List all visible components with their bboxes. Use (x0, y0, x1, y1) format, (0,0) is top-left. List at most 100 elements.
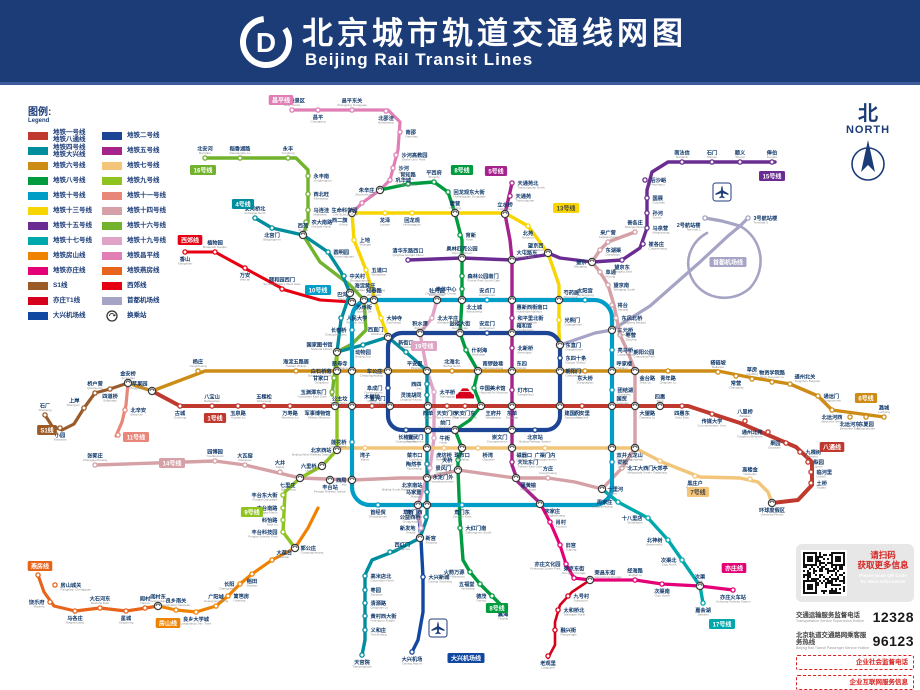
station-dot (787, 381, 793, 387)
transfer-glyph (424, 475, 430, 479)
station-label: 枣营 (625, 331, 636, 339)
station-label-en: Jiaomen West (403, 515, 423, 519)
station-label: 良乡南关 (166, 597, 188, 605)
transfer-glyph (509, 427, 515, 431)
legend-color-swatch (102, 161, 122, 170)
station-label-en: Tiantan East Gate (518, 465, 543, 469)
station-label-en: Guangximen (565, 323, 583, 327)
station-label: 天桥 (442, 456, 453, 464)
station-label: 梨园 (814, 458, 824, 466)
station-label-en: Wuzi Xueyuan Lu (760, 375, 784, 379)
station-label: 高米店北 (371, 572, 393, 580)
station-label: 永丰南 (313, 172, 330, 180)
north-label-zh: 北 (858, 103, 878, 125)
station-label: 崇文门 (492, 433, 508, 441)
station-label: 鼓楼大街 (450, 320, 472, 328)
station-label: 大郊亭 (652, 464, 668, 472)
station-dot (92, 390, 98, 396)
station-label: 西苑 (298, 222, 309, 230)
station-label-en: Zhuxinzhuang (355, 193, 375, 197)
station-label: 大兴新城 (429, 573, 451, 581)
station-dot (338, 315, 344, 321)
legend-color-swatch (102, 191, 122, 200)
station-label: 物资学院路 (759, 369, 786, 377)
station-label-en: Fuxingmen (370, 401, 386, 405)
station-label-en: Wangfujing (486, 416, 502, 420)
legend-item-label: S1线 (53, 282, 68, 289)
station-label-en: Wudaokou (372, 273, 387, 277)
line-line6 (126, 369, 886, 419)
transfer-station-dot (511, 473, 521, 483)
station-dot (644, 225, 650, 231)
transfer-station-dot (450, 208, 460, 218)
station-label-en: Datunlu East (517, 255, 535, 259)
station-label: 大屯路东 (517, 249, 539, 257)
legend-item: 地铁十一号线 (102, 188, 166, 203)
station-dot (182, 249, 188, 255)
station-dot (269, 225, 275, 231)
transfer-glyph (459, 445, 465, 449)
station-label-en: Zaoying (626, 338, 637, 342)
station-label-en: Xinjiekou (400, 345, 413, 349)
transfer-station-dot (332, 366, 342, 376)
transfer-station-dot (597, 484, 607, 494)
station-dot (280, 517, 286, 523)
legend-color-swatch (28, 221, 48, 230)
station-dot (745, 215, 751, 221)
station-label: 大井 (275, 459, 285, 467)
station-label: 国家图书馆 (307, 341, 333, 349)
station-label-en: Hujialou (617, 366, 628, 370)
station-label-en: Wukesong (257, 399, 272, 403)
line-badge-bg (447, 653, 485, 663)
station-label-en: Jiangtai (618, 308, 629, 312)
station-label: 良乡大学城 (183, 615, 210, 623)
transfer-station-dot (123, 378, 133, 388)
station-dot (644, 210, 650, 216)
station-label: 八里桥 (736, 408, 753, 416)
station-label: 次渠 (695, 573, 706, 581)
station-dot (462, 403, 468, 409)
transfer-glyph (589, 259, 595, 263)
transfer-glyph (319, 463, 325, 467)
station-label-en: Dazhongsi (387, 321, 402, 325)
tiananmen-icon (456, 388, 474, 399)
station-label: 北京站 (527, 433, 543, 441)
transfer-station-dot (455, 328, 465, 338)
line-badge-bg (231, 199, 255, 209)
transfer-station-dot (330, 401, 340, 411)
transfer-glyph (425, 427, 431, 431)
station-label-en: Bei'anhe (199, 151, 211, 155)
qr-sub-line2: for More Information (860, 579, 906, 584)
station-dot (424, 489, 430, 495)
station-label: 磁器口 (517, 451, 533, 459)
legend-item-label: 地铁一号线地铁八通线 (53, 128, 86, 143)
station-label-en: Huojian Wanyuan (440, 575, 465, 579)
station-label-en: Sihui East (675, 416, 689, 420)
station-label: 望京东 (614, 263, 630, 271)
line-badge-label: 燕房线 (31, 562, 49, 570)
transfer-station-dot (383, 332, 393, 342)
station-label-en: Gongyixiqiao (403, 520, 421, 524)
station-dot (378, 315, 384, 321)
station-dot (509, 387, 515, 393)
station-label: 中关村 (350, 272, 366, 280)
station-label-en: Shang'an (67, 403, 80, 407)
line-badge-bg (485, 603, 509, 613)
transfer-glyph (415, 502, 421, 506)
station-dot (173, 607, 179, 613)
legend-item-label: 地铁昌平线 (127, 252, 160, 259)
north-label-en: NORTH (845, 124, 891, 136)
station-label-en: Beiyunhe East (840, 427, 860, 431)
station-label: 新发地 (400, 524, 416, 532)
station-label-en: Shaoyaoju (564, 295, 579, 299)
transfer-glyph (292, 545, 298, 549)
station-dot (525, 223, 531, 229)
transfer-station-dot (347, 475, 357, 485)
station-label-en: Tiangongyuan (352, 665, 372, 669)
station-label-en: Zaoyuan (371, 593, 383, 597)
station-dot (640, 241, 646, 247)
station-label-en: Futong (606, 275, 616, 279)
station-dot (142, 605, 148, 611)
qr-card: 请扫码 获取更多信息 Please Scan QR Code for More … (796, 544, 914, 602)
station-label-en: Guozhan (653, 201, 666, 205)
